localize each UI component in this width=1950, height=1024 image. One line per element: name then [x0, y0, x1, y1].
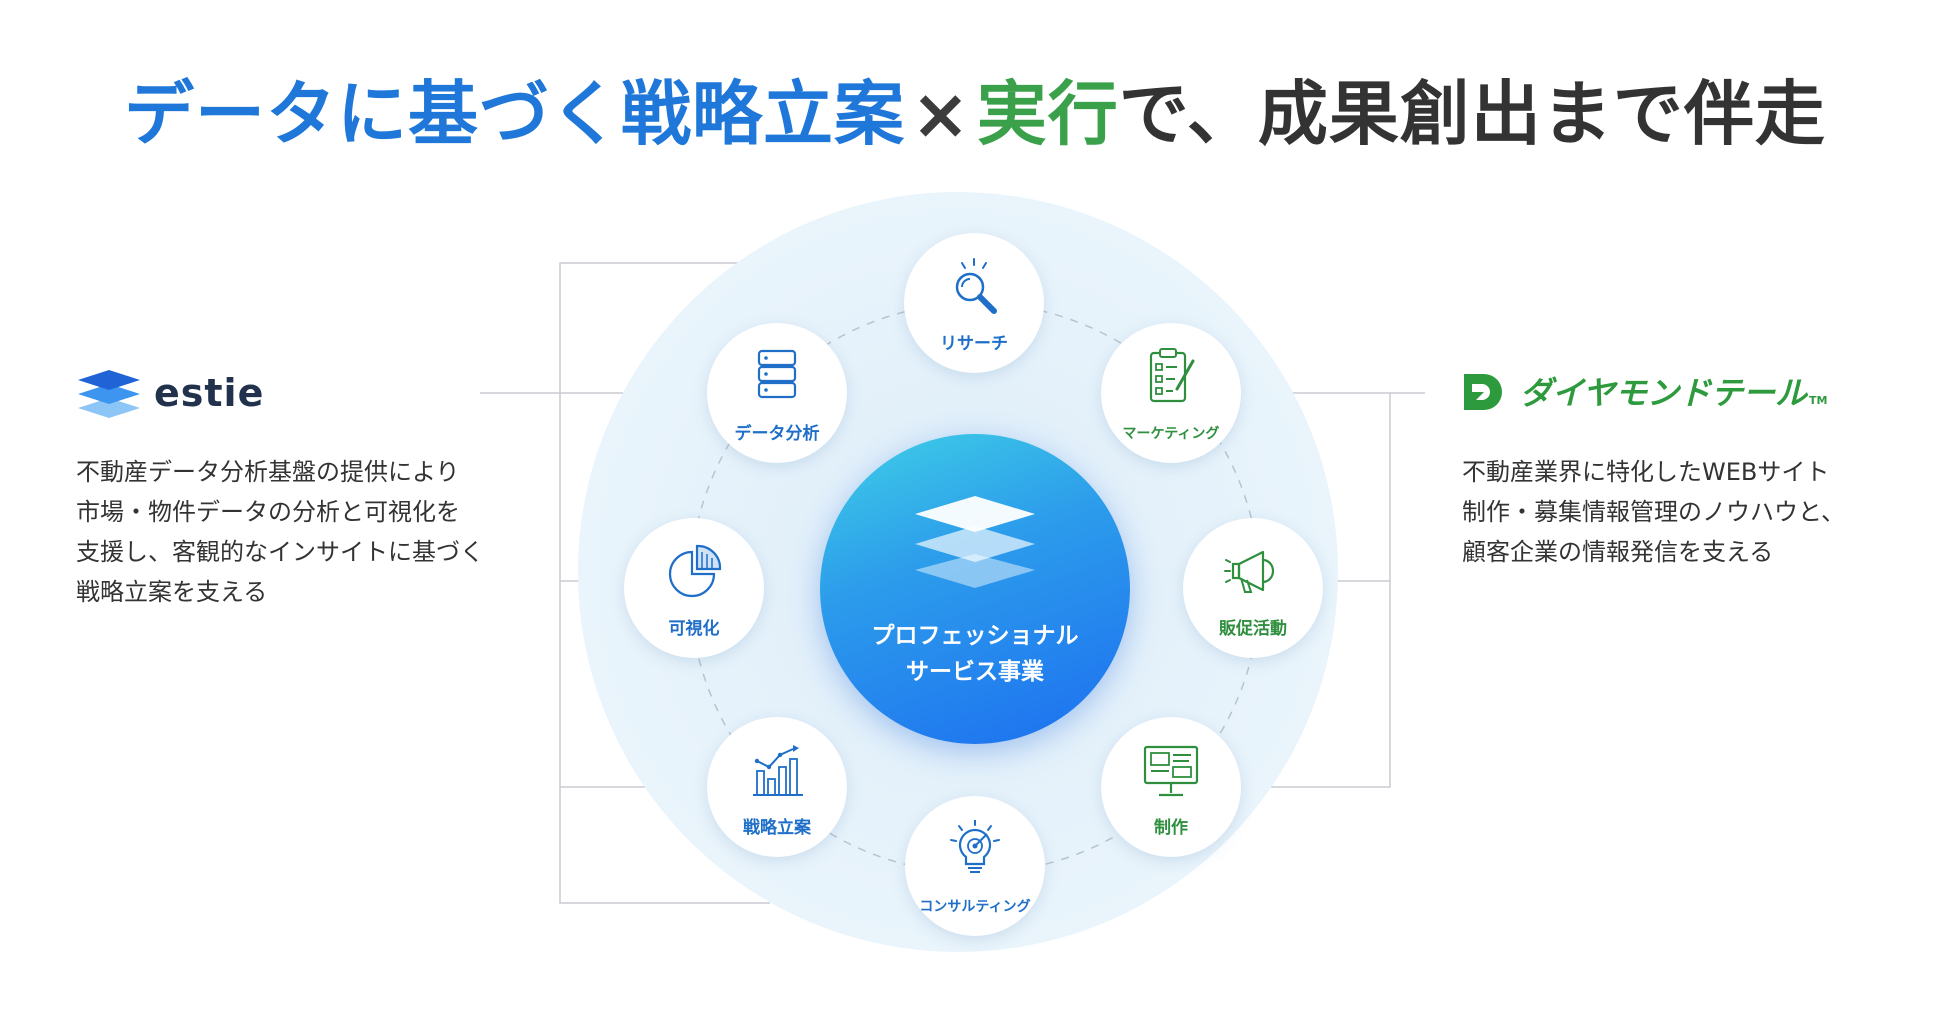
node-data-analysis: データ分析: [707, 323, 847, 463]
database-icon: [757, 349, 797, 399]
title-part-strategy: データに基づく戦略立案: [124, 73, 906, 155]
center-label-line1: プロフェッショナル: [871, 623, 1079, 649]
estie-description: 不動産データ分析基盤の提供により 市場・物件データの分析と可視化を 支援し、客観…: [76, 452, 484, 612]
page-title: データに基づく戦略立案×実行で、成果創出まで伴走: [0, 58, 1950, 159]
center-label-line2: サービス事業: [906, 659, 1044, 685]
node-consulting-label: コンサルティング: [919, 899, 1031, 915]
lightbulb-target-icon: [950, 820, 1000, 873]
diamond-tail-d-icon: [1464, 374, 1502, 410]
diamond-tail-tm: TM: [1809, 394, 1828, 407]
title-part-execution: 実行: [976, 73, 1119, 155]
center-label: プロフェッショナル サービス事業: [820, 618, 1130, 690]
node-strategy: 戦略立案: [707, 717, 847, 857]
node-research-label: リサーチ: [940, 334, 1008, 354]
center-circle: プロフェッショナル サービス事業: [820, 434, 1130, 744]
diamond-tail-desc-line: 制作・募集情報管理のノウハウと、: [1462, 498, 1846, 526]
estie-logo: estie: [76, 368, 286, 418]
bar-chart-icon: [753, 745, 803, 796]
layers-icon: [915, 496, 1035, 588]
node-production: 制作: [1101, 717, 1241, 857]
diamond-tail-brand-name: ダイヤモンドテール: [1520, 374, 1808, 412]
diamond-tail-description: 不動産業界に特化したWEBサイト 制作・募集情報管理のノウハウと、 顧客企業の情…: [1462, 452, 1845, 572]
node-promotion: 販促活動: [1183, 518, 1323, 658]
estie-desc-line: 支援し、客観的なインサイトに基づく: [76, 538, 484, 566]
node-data-analysis-label: データ分析: [734, 424, 820, 444]
left-bracket-line: [559, 262, 770, 904]
node-visualization: 可視化: [624, 518, 764, 658]
title-part-outcome: で、成果創出まで伴走: [1118, 73, 1826, 155]
title-separator: ×: [911, 73, 971, 155]
node-marketing-label: マーケティング: [1122, 426, 1220, 442]
magnifier-icon: [955, 258, 997, 314]
estie-desc-line: 不動産データ分析基盤の提供により: [76, 458, 460, 486]
megaphone-icon: [1224, 550, 1275, 593]
node-production-label: 制作: [1154, 818, 1188, 838]
estie-brand-name: estie: [154, 371, 265, 415]
node-strategy-label: 戦略立案: [743, 818, 811, 838]
node-marketing: マーケティング: [1101, 323, 1241, 463]
estie-desc-line: 戦略立案を支える: [76, 578, 268, 606]
node-consulting: コンサルティング: [905, 796, 1045, 936]
node-research: リサーチ: [904, 233, 1044, 373]
node-visualization-label: 可視化: [668, 619, 720, 639]
diamond-tail-desc-line: 顧客企業の情報発信を支える: [1462, 538, 1774, 566]
pie-chart-icon: [668, 544, 722, 598]
clipboard-checklist-icon: [1149, 348, 1195, 403]
estie-layers-icon: [78, 370, 140, 418]
node-promotion-label: 販促活動: [1219, 619, 1287, 639]
monitor-layout-icon: [1143, 745, 1199, 797]
diamond-tail-desc-line: 不動産業界に特化したWEBサイト: [1462, 458, 1830, 486]
estie-desc-line: 市場・物件データの分析と可視化を: [76, 498, 460, 526]
